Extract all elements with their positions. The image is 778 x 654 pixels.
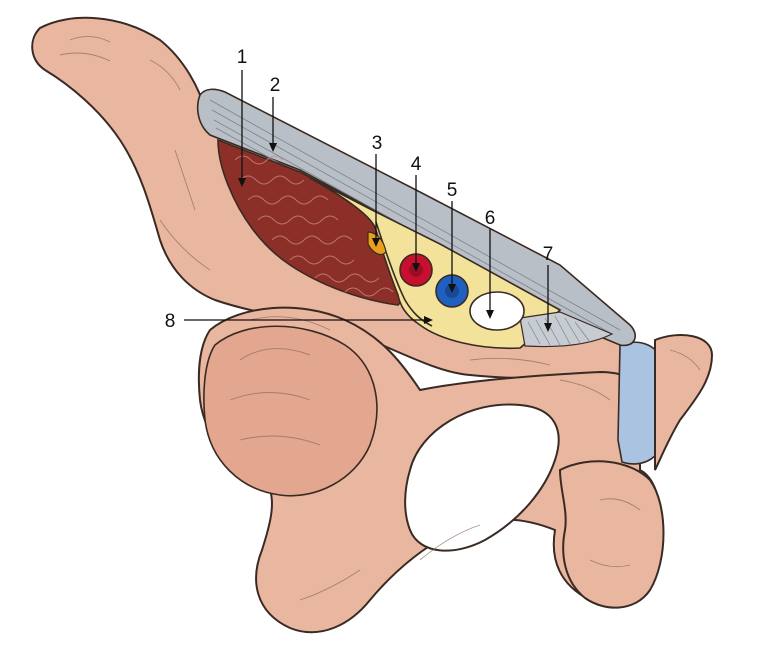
pubis-body	[654, 334, 714, 471]
label-7: 7	[543, 244, 554, 265]
lacunar-striations	[527, 315, 591, 346]
arrowhead-2	[269, 143, 277, 152]
arrowhead-1	[238, 178, 246, 187]
label-8: 8	[165, 311, 176, 332]
label-1: 1	[237, 47, 248, 68]
femoral-head-area	[203, 325, 378, 497]
label-3: 3	[372, 133, 383, 154]
ischiopubic-ramus	[558, 460, 665, 609]
femoral-ring	[469, 291, 525, 331]
arrowhead-5	[448, 284, 456, 293]
arrowhead-6	[486, 310, 494, 319]
obturator-foramen	[404, 403, 560, 552]
label-4: 4	[411, 154, 422, 175]
label-5: 5	[447, 180, 458, 201]
arrowhead-4	[412, 263, 420, 272]
bone-hatching	[59, 36, 701, 601]
arrowhead-3	[372, 238, 380, 247]
lacunar-ligament	[519, 311, 614, 348]
label-2: 2	[270, 75, 281, 96]
arrowhead-8	[424, 316, 433, 324]
label-6: 6	[485, 208, 496, 229]
muscle-fibers	[234, 155, 394, 297]
arrowhead-7	[544, 323, 552, 332]
